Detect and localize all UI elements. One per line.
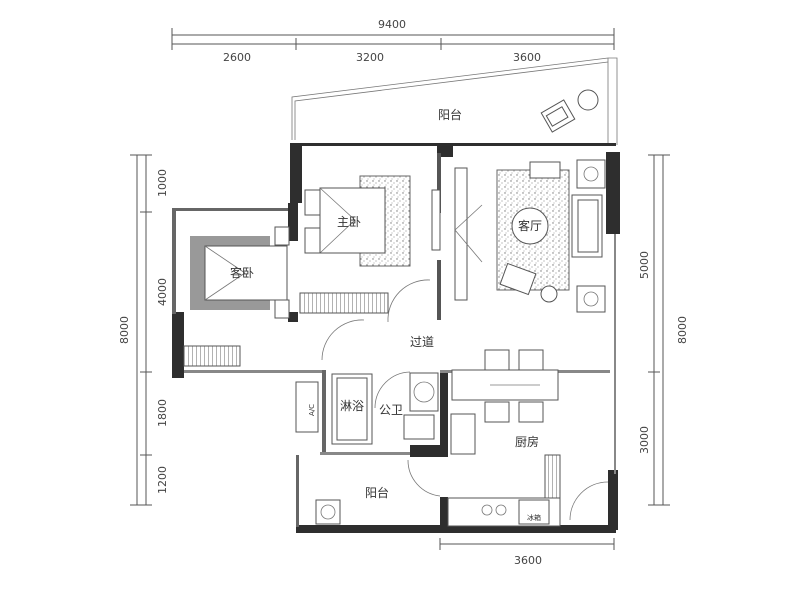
bathroom-fixtures [295, 371, 439, 445]
dimension-bottom [439, 538, 615, 550]
living-room-furniture [454, 159, 606, 313]
room-label-balcony-bottom: 阳台 [365, 485, 389, 500]
balcony-top-outline [291, 57, 618, 145]
dim-top-seg-1: 2600 [223, 51, 251, 64]
dim-top-total: 9400 [378, 18, 406, 31]
dim-left-seg-3: 1800 [156, 399, 169, 427]
room-label-kitchen: 厨房 [515, 434, 539, 449]
dining-set [447, 349, 609, 527]
dim-right-total: 8000 [676, 316, 689, 344]
dimension-top [171, 28, 615, 50]
dim-left-seg-2: 4000 [156, 278, 169, 306]
guest-wardrobe [183, 345, 241, 367]
room-label-master-bedroom: 主卧 [337, 215, 361, 229]
dimension-right [648, 154, 670, 506]
master-wardrobe [299, 292, 389, 314]
dim-bottom: 3600 [514, 554, 542, 567]
guest-bed [190, 226, 290, 319]
master-tv-cabinet [431, 189, 441, 251]
dim-right-seg-2: 3000 [638, 426, 651, 454]
dim-left-total: 8000 [118, 316, 131, 344]
lounge-chair-icon [540, 89, 599, 133]
corridor-doors [321, 279, 431, 361]
dim-left-seg-4: 1200 [156, 466, 169, 494]
room-label-shower: 淋浴 [340, 399, 364, 413]
room-label-guest-bedroom: 客卧 [230, 265, 254, 280]
master-bed [304, 175, 411, 267]
dim-top-seg-3: 3600 [513, 51, 541, 64]
dim-top-seg-2: 3200 [356, 51, 384, 64]
ac-label: A/C [308, 404, 316, 416]
balcony-bottom-fixtures [315, 459, 441, 525]
room-label-living-room: 客厅 [518, 218, 542, 233]
room-label-balcony-top: 阳台 [438, 107, 462, 122]
fridge-label: 冰箱 [527, 513, 541, 522]
dim-right-seg-1: 5000 [638, 251, 651, 279]
dim-left-seg-1: 1000 [156, 169, 169, 197]
room-label-bathroom: 公卫 [379, 403, 403, 417]
room-label-corridor: 过道 [410, 335, 434, 349]
dimension-left [130, 154, 152, 506]
